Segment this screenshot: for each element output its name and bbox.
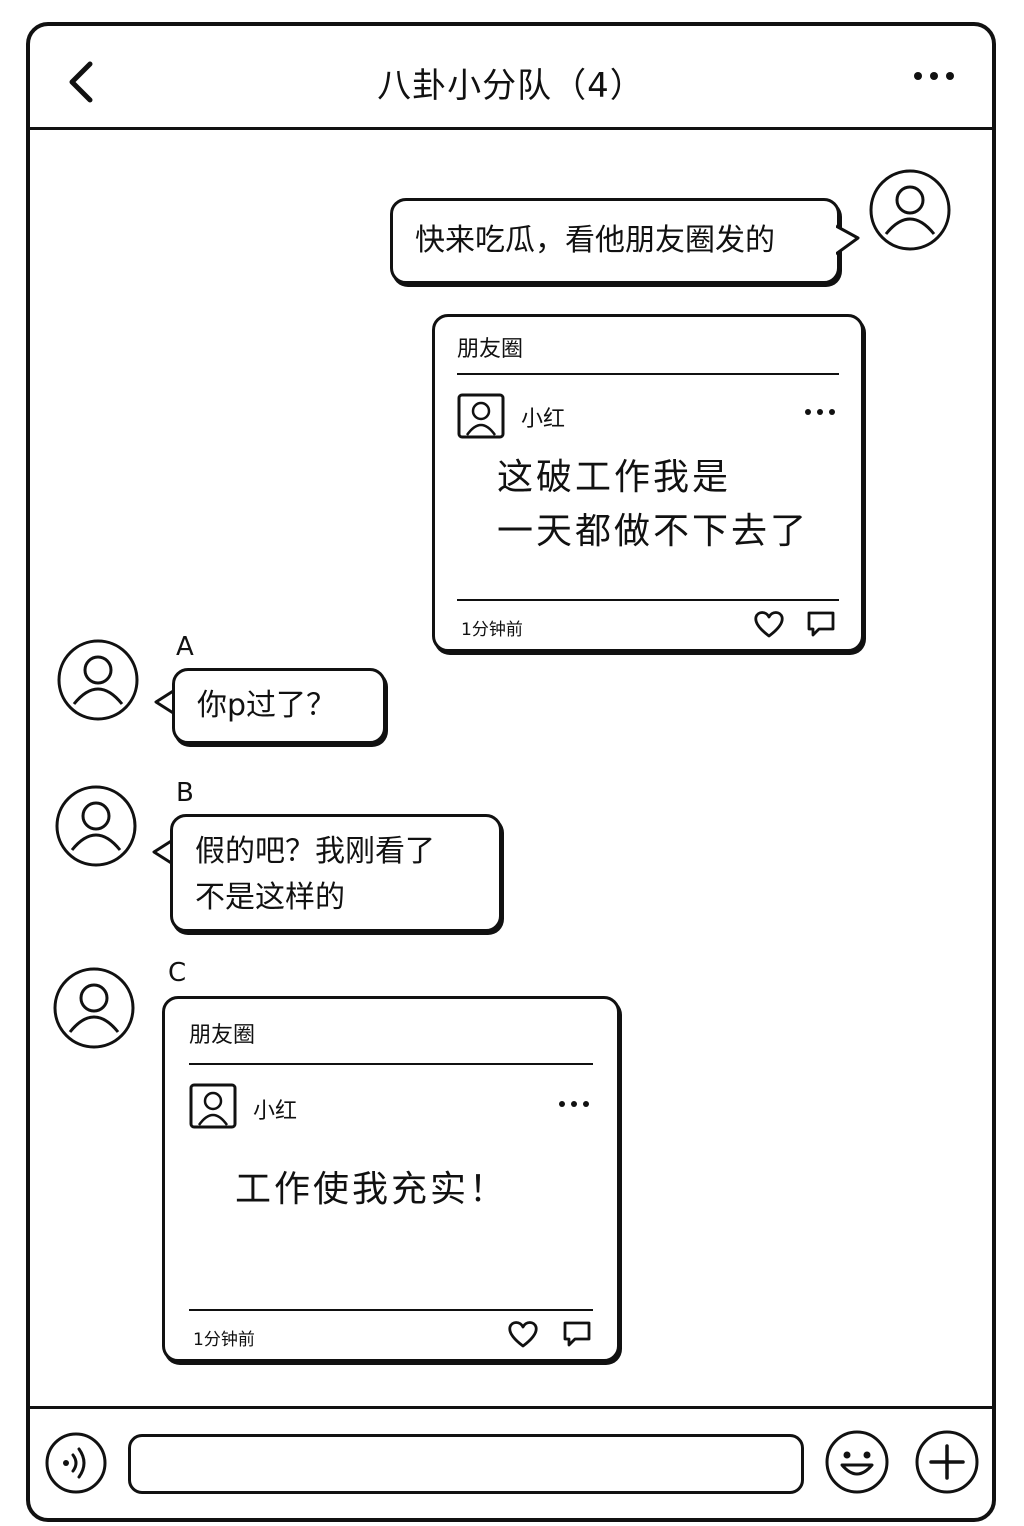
chat-window: 八卦小分队（4） 快来吃瓜，看他朋友圈发的 朋友圈 小红 这破工作我是 一天都做… [26,22,996,1522]
post-text: 工作使我充实！ [235,1169,509,1210]
card-divider [457,373,839,375]
post-text-line-2: 一天都做不下去了 [497,511,810,552]
sender-name-a: A [176,632,194,662]
card-title: 朋友圈 [189,1023,256,1048]
comment-icon[interactable] [805,609,837,639]
poster-name[interactable]: 小红 [253,1099,298,1124]
voice-icon[interactable] [44,1431,108,1495]
sender-name-b: B [176,778,194,808]
message-bubble-b[interactable]: 假的吧？我刚看了 不是这样的 [170,814,502,932]
moments-share-card-c[interactable]: 朋友圈 小红 工作使我充实！ 1分钟前 [162,996,620,1362]
more-icon[interactable] [910,60,958,90]
post-more-icon[interactable] [557,1097,591,1111]
input-bar [30,1406,992,1526]
heart-icon[interactable] [753,609,785,639]
message-text-a: 你p过了？ [197,688,337,723]
message-bubble-a[interactable]: 你p过了？ [172,668,386,744]
message-input[interactable] [128,1434,804,1494]
card-footer-divider [189,1309,593,1311]
avatar-b-icon[interactable] [54,784,138,868]
post-text-line-1: 这破工作我是 [497,457,732,498]
my-message-text: 快来吃瓜，看他朋友圈发的 [415,223,775,258]
bubble-tail [836,224,860,256]
post-time: 1分钟前 [193,1330,255,1350]
post-time: 1分钟前 [461,620,523,640]
avatar-a-icon[interactable] [56,638,140,722]
chat-header: 八卦小分队（4） [30,26,992,130]
avatar-c-icon[interactable] [52,966,136,1050]
my-avatar-icon[interactable] [868,168,952,252]
poster-name[interactable]: 小红 [521,407,566,432]
message-text-b-line-1: 假的吧？我刚看了 [195,834,435,869]
card-title: 朋友圈 [457,337,524,362]
poster-avatar-icon[interactable] [457,393,505,439]
chat-title: 八卦小分队（4） [377,66,645,106]
heart-icon[interactable] [507,1319,539,1349]
card-divider [189,1063,593,1065]
sender-name-c: C [168,958,187,988]
moments-share-card[interactable]: 朋友圈 小红 这破工作我是 一天都做不下去了 1分钟前 [432,314,864,652]
back-icon[interactable] [62,60,102,104]
poster-avatar-icon[interactable] [189,1083,237,1129]
message-text-b-line-2: 不是这样的 [195,880,345,915]
plus-icon[interactable] [914,1429,980,1495]
post-more-icon[interactable] [803,405,837,419]
card-footer-divider [457,599,839,601]
comment-icon[interactable] [561,1319,593,1349]
smiley-icon[interactable] [824,1429,890,1495]
my-message-bubble[interactable]: 快来吃瓜，看他朋友圈发的 [390,198,840,284]
